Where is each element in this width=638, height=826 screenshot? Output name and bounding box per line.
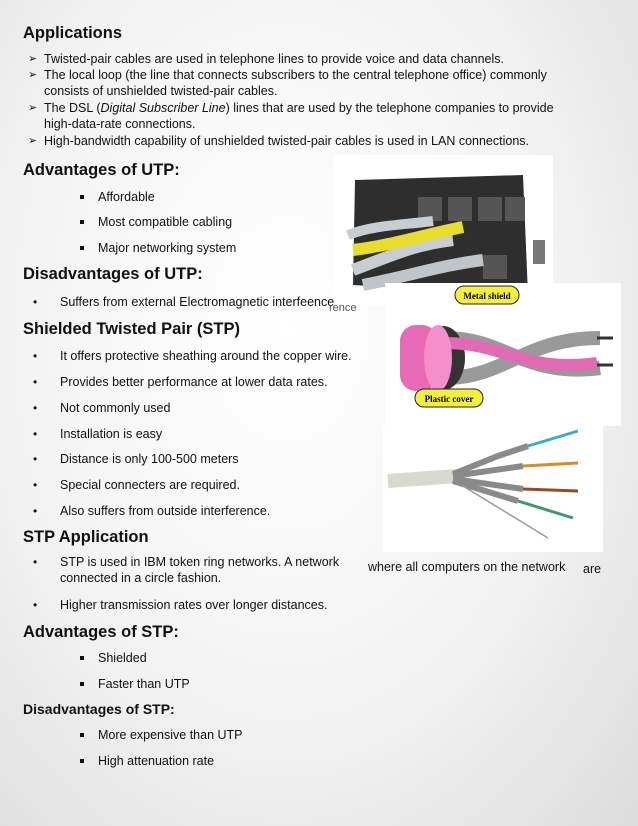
utp-advantages-heading: Advantages of UTP: <box>23 161 180 179</box>
stp-heading: Shielded Twisted Pair (STP) <box>23 320 240 338</box>
square-bullet-icon <box>80 682 84 686</box>
stp-item: Also suffers from outside interference. <box>60 504 271 518</box>
dot-bullet-icon: • <box>33 349 38 363</box>
stp-item: Distance is only 100-500 meters <box>60 452 239 466</box>
stp-item: Not commonly used <box>60 401 171 415</box>
dot-bullet-icon: • <box>33 401 38 415</box>
dot-bullet-icon: • <box>33 555 38 569</box>
app-item-2: The local loop (the line that connects s… <box>44 68 547 82</box>
stp-app-item-cont: connected in a circle fashion. <box>60 571 222 585</box>
stp-diagram-image: Metal shield Plastic cover <box>385 283 621 426</box>
stp-adv-item: Faster than UTP <box>98 677 190 691</box>
metal-shield-label: Metal shield <box>463 291 510 301</box>
square-bullet-icon <box>80 656 84 660</box>
dot-bullet-icon: • <box>33 504 38 518</box>
dot-bullet-icon: • <box>33 295 38 309</box>
text: ence <box>307 295 335 309</box>
overflow-text: rence <box>329 302 357 314</box>
dot-bullet-icon: • <box>33 375 38 389</box>
stp-illustration: Metal shield Plastic cover <box>400 285 613 408</box>
stp-adv-item: Shielded <box>98 651 147 665</box>
dot-bullet-icon: • <box>33 427 38 441</box>
square-bullet-icon <box>80 220 84 224</box>
utp-dis-item: Suffers from external Electromagnetic in… <box>60 295 334 310</box>
stp-advantages-heading: Advantages of STP: <box>23 623 179 641</box>
cable-illustration <box>387 429 579 539</box>
stp-dis-item: High attenuation rate <box>98 754 215 768</box>
dot-bullet-icon: • <box>33 452 38 466</box>
stp-item: Provides better performance at lower dat… <box>60 375 328 389</box>
stp-app-item-cont: are <box>583 562 602 576</box>
stp-app-item-cont: where all computers on the network <box>368 560 566 574</box>
square-bullet-icon <box>80 733 84 737</box>
app-item-2b: consists of unshielded twisted-pair cabl… <box>44 84 278 98</box>
text: The DSL ( <box>44 101 101 115</box>
square-bullet-icon <box>80 246 84 250</box>
arrow-bullet-icon: ➢ <box>28 135 38 147</box>
square-bullet-icon <box>80 195 84 199</box>
utp-adv-item: Major networking system <box>98 241 237 255</box>
text: Suffers from external Electromagnetic in… <box>60 295 308 309</box>
stp-item: It offers protective sheathing around th… <box>60 349 352 363</box>
stp-dis-item: More expensive than UTP <box>98 728 243 742</box>
utp-disadvantages-heading: Disadvantages of UTP: <box>23 265 203 283</box>
stp-application-heading: STP Application <box>23 528 149 546</box>
app-item-4: High-bandwidth capability of unshielded … <box>44 134 529 148</box>
arrow-bullet-icon: ➢ <box>28 53 38 65</box>
app-item-3b: high-data-rate connections. <box>44 117 196 131</box>
stp-disadvantages-heading: Disadvantages of STP: <box>23 701 175 717</box>
dot-bullet-icon: • <box>33 478 38 492</box>
plastic-cover-label: Plastic cover <box>425 394 474 404</box>
stp-app-item: STP is used in IBM token ring networks. … <box>60 555 340 569</box>
app-item-1: Twisted-pair cables are used in telephon… <box>44 52 505 66</box>
utp-switch-image <box>333 155 553 305</box>
stp-item: Special connecters are required. <box>60 478 240 492</box>
arrow-bullet-icon: ➢ <box>28 69 38 81</box>
utp-adv-item: Most compatible cabling <box>98 215 233 229</box>
applications-heading: Applications <box>23 24 123 42</box>
stp-cable-image <box>383 426 603 552</box>
switch-illustration <box>346 175 545 295</box>
utp-adv-item: Affordable <box>98 190 155 204</box>
stp-app-item: Higher transmission rates over longer di… <box>60 598 328 612</box>
square-bullet-icon <box>80 759 84 763</box>
stp-item: Installation is easy <box>60 427 163 441</box>
app-item-3: The DSL (Digital Subscriber Line) lines … <box>44 101 554 116</box>
text: ) lines that are used by the telephone c… <box>225 101 554 115</box>
arrow-bullet-icon: ➢ <box>28 102 38 114</box>
dot-bullet-icon: • <box>33 598 38 612</box>
text-italic: Digital Subscriber Line <box>100 101 226 115</box>
